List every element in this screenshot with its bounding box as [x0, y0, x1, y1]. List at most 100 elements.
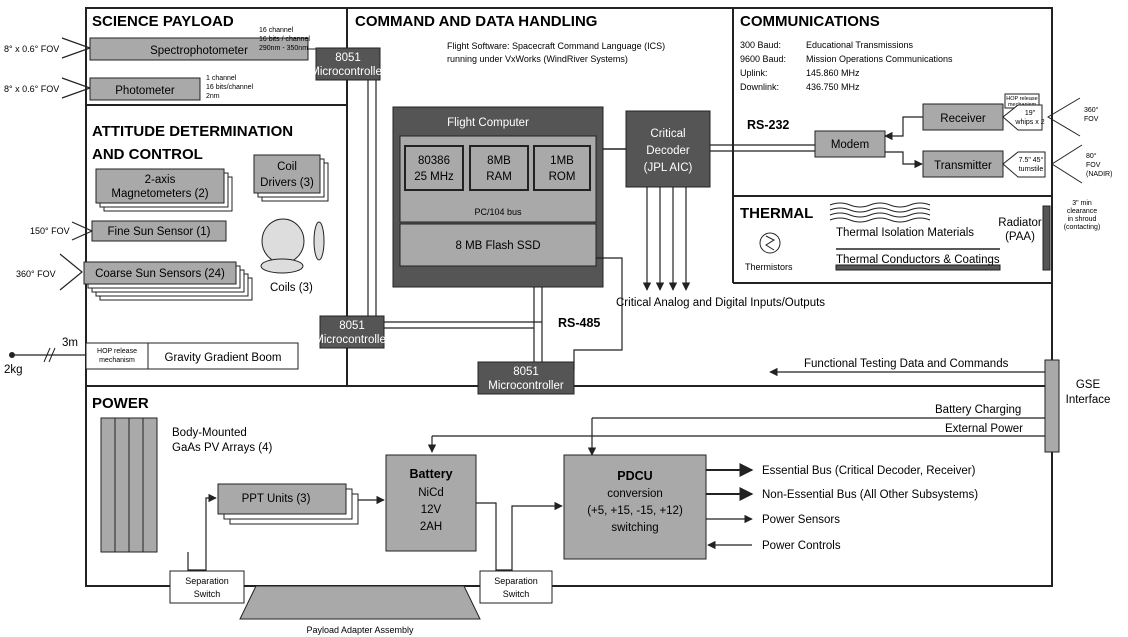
- svg-text:clearance: clearance: [1067, 208, 1097, 215]
- spectro-spec-3: 290nm - 350nm: [259, 45, 308, 52]
- transmitter-label: Transmitter: [934, 160, 992, 172]
- coarse-sun-sensors-label: Coarse Sun Sensors (24): [95, 268, 225, 280]
- spectro-fov-label: 8° x 0.6° FOV: [4, 44, 59, 54]
- ppt-label: PPT Units (3): [242, 493, 311, 505]
- thermistors-label: Thermistors: [745, 262, 793, 272]
- pdcu-block: PDCU conversion (+5, +15, -15, +12) swit…: [563, 454, 707, 560]
- svg-text:8MB: 8MB: [487, 155, 511, 167]
- power-title: POWER: [92, 395, 149, 412]
- flash-ssd-label: 8 MB Flash SSD: [456, 240, 541, 252]
- svg-text:(contacting): (contacting): [1064, 224, 1101, 231]
- rx-antenna: 19" whips x 2 360° FOV: [1002, 97, 1099, 137]
- svg-text:ROM: ROM: [549, 171, 576, 183]
- svg-text:2-axis: 2-axis: [145, 174, 176, 186]
- clearance-note: 3" min clearance in shroud (contacting): [1064, 200, 1101, 231]
- photometer-block: 8° x 0.6° FOV Photometer 1 channel 16 bi…: [4, 75, 254, 101]
- fine-sun-sensor-label: Fine Sun Sensor (1): [108, 226, 211, 238]
- payload-adapter-shape: [239, 585, 481, 620]
- svg-text:HOP release: HOP release: [97, 348, 137, 355]
- microcontroller-left: 8051 Microcontroller: [314, 315, 390, 349]
- separation-switch-left: Separation Switch: [169, 570, 245, 604]
- thermal-isolation-label: Thermal Isolation Materials: [836, 227, 974, 239]
- svg-text:360°: 360°: [1084, 106, 1099, 114]
- svg-text:Separation: Separation: [494, 576, 538, 586]
- coils-label: Coils (3): [270, 282, 313, 294]
- thermistor-icon: [759, 232, 781, 254]
- svg-text:Power Controls: Power Controls: [762, 540, 841, 552]
- svg-text:RAM: RAM: [486, 171, 512, 183]
- separation-switch-right: Separation Switch: [479, 570, 553, 604]
- svg-text:HOP release: HOP release: [1006, 96, 1037, 102]
- gse-label-2: Interface: [1066, 394, 1111, 406]
- svg-text:12V: 12V: [421, 504, 442, 516]
- cdh-title: COMMAND AND DATA HANDLING: [355, 13, 597, 30]
- gse-label-1: GSE: [1076, 379, 1101, 391]
- svg-text:NiCd: NiCd: [418, 487, 444, 499]
- photo-fov-label: 8° x 0.6° FOV: [4, 84, 59, 94]
- svg-text:Decoder: Decoder: [646, 145, 690, 157]
- svg-text:Microcontroller: Microcontroller: [310, 66, 386, 78]
- gse-connector: [1044, 359, 1060, 453]
- microcontroller-top: 8051 Microcontroller: [310, 47, 386, 81]
- microcontroller-bottom: 8051 Microcontroller: [477, 361, 575, 395]
- flight-software-line1: Flight Software: Spacecraft Command Lang…: [447, 41, 665, 51]
- radiator-label-1: Radiator: [998, 217, 1042, 229]
- svg-text:Separation: Separation: [185, 576, 229, 586]
- svg-text:Switch: Switch: [194, 589, 221, 599]
- critical-io-arrows: [642, 187, 691, 291]
- receiver-label: Receiver: [940, 113, 986, 125]
- pv-arrays-block: Body-Mounted GaAs PV Arrays (4): [100, 417, 273, 553]
- svg-text:300 Baud:: 300 Baud:: [740, 40, 781, 50]
- svg-text:Microcontroller: Microcontroller: [314, 334, 390, 346]
- svg-text:Switch: Switch: [503, 589, 530, 599]
- rs232-label: RS-232: [747, 118, 789, 132]
- svg-text:Drivers (3): Drivers (3): [260, 177, 314, 189]
- thermal-conductors-icon: [835, 248, 1001, 271]
- svg-text:25 MHz: 25 MHz: [414, 171, 454, 183]
- svg-text:Educational Transmissions: Educational Transmissions: [806, 40, 914, 50]
- svg-text:whips x 2: whips x 2: [1014, 119, 1044, 126]
- svg-text:436.750 MHz: 436.750 MHz: [806, 82, 860, 92]
- critical-decoder-block: Critical Decoder (JPL AIC): [625, 110, 711, 188]
- communications-title: COMMUNICATIONS: [740, 13, 880, 30]
- boom-label: Gravity Gradient Boom: [165, 352, 282, 364]
- photo-spec-1: 1 channel: [206, 75, 237, 82]
- svg-text:(+5, +15, -15, +12): (+5, +15, -15, +12): [587, 505, 683, 517]
- coils-block: Coils (3): [260, 218, 325, 294]
- rs485-label: RS-485: [558, 316, 600, 330]
- flight-computer-block: Flight Computer 80386 25 MHz 8MB RAM 1MB…: [392, 106, 604, 288]
- svg-text:2kg: 2kg: [4, 364, 23, 376]
- science-payload-title: SCIENCE PAYLOAD: [92, 13, 234, 30]
- svg-text:conversion: conversion: [607, 488, 663, 500]
- battery-charging-label: Battery Charging: [935, 404, 1021, 416]
- photometer-label: Photometer: [115, 85, 175, 97]
- coil-drivers-block: Coil Drivers (3): [253, 154, 329, 202]
- payload-adapter-label: Payload Adapter Assembly: [306, 625, 414, 635]
- svg-text:in shroud: in shroud: [1068, 216, 1097, 223]
- svg-text:3" min: 3" min: [1072, 200, 1092, 207]
- svg-text:80386: 80386: [418, 155, 450, 167]
- svg-text:Body-Mounted: Body-Mounted: [172, 427, 247, 439]
- svg-text:80°: 80°: [1086, 152, 1097, 160]
- functional-testing-label: Functional Testing Data and Commands: [804, 358, 1009, 370]
- photo-spec-3: 2nm: [206, 93, 220, 100]
- comms-specs: 300 Baud: Educational Transmissions 9600…: [740, 40, 953, 92]
- thermal-isolation-icon: [829, 202, 931, 223]
- svg-text:Downlink:: Downlink:: [740, 82, 779, 92]
- svg-text:Mission Operations Communicati: Mission Operations Communications: [806, 54, 953, 64]
- svg-text:Uplink:: Uplink:: [740, 68, 768, 78]
- svg-text:145.860 MHz: 145.860 MHz: [806, 68, 860, 78]
- modem-label: Modem: [831, 139, 869, 151]
- svg-text:8051: 8051: [335, 52, 361, 64]
- spectro-spec-2: 16 bits / channel: [259, 36, 310, 43]
- magnetometers-block: 2-axis Magnetometers (2): [95, 168, 233, 212]
- transmitter-block: Transmitter: [922, 150, 1004, 178]
- svg-text:(NADIR): (NADIR): [1086, 171, 1112, 178]
- svg-text:1MB: 1MB: [550, 155, 574, 167]
- svg-text:Critical: Critical: [650, 128, 685, 140]
- modem-block: Modem: [814, 130, 886, 158]
- receiver-block: Receiver: [922, 103, 1004, 131]
- svg-text:2AH: 2AH: [420, 521, 442, 533]
- flight-software-line2: running under VxWorks (WindRiver Systems…: [447, 54, 628, 64]
